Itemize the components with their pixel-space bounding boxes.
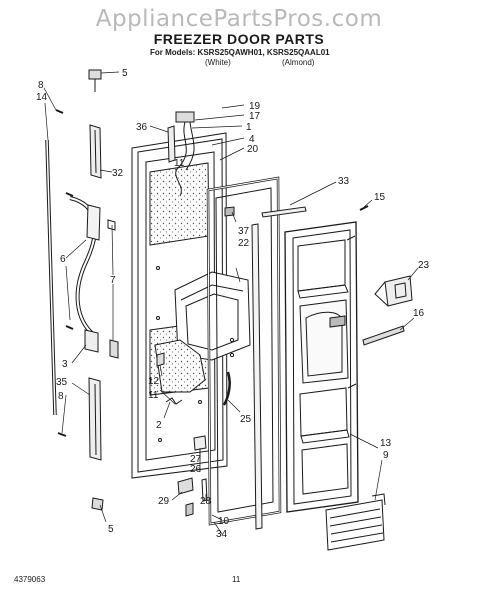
callout-1: 1 [246,122,252,133]
callout-3: 3 [62,359,68,370]
callout-35: 35 [56,377,68,388]
callout-36: 36 [136,122,148,133]
top-hinge-pin [88,69,102,92]
callout-labels: 5 8 14 32 6 7 3 35 8 5 36 19 17 1 4 20 1… [36,68,430,540]
door-tube [167,125,176,163]
page-number: 11 [232,575,241,584]
callout-10: 10 [218,516,230,527]
door-handle-trim [45,139,57,416]
screw-set-6 [65,192,74,330]
hinge-assembly [177,435,208,517]
drip-bar [362,325,405,346]
callout-8-bottom: 8 [58,391,64,402]
callout-20: 20 [247,144,259,155]
callout-22: 22 [238,238,250,249]
callout-11-top: 11 [174,158,185,169]
callout-2: 2 [156,420,162,431]
callout-15: 15 [374,192,386,203]
document-number: 4379063 [14,575,46,584]
callout-28: 28 [200,496,212,507]
callout-32: 32 [112,168,124,179]
handle-mount-bracket [86,204,116,241]
callout-19: 19 [249,101,261,112]
callout-9: 9 [383,450,389,461]
screw-15 [359,205,369,211]
callout-33: 33 [338,176,350,187]
screw-8-top [55,109,64,114]
callout-14: 14 [36,92,48,103]
door-gasket [206,176,282,526]
small-bracket-12 [156,352,165,367]
door-shelf-bins [325,493,386,551]
inner-door-liner [284,221,359,513]
callout-29: 29 [158,496,170,507]
callout-7: 7 [110,275,116,286]
upper-hinge-bracket [89,124,102,179]
dispenser-lever [222,371,231,406]
diagram-title: FREEZER DOOR PARTS [153,31,325,47]
callout-17: 17 [249,111,261,122]
callout-5-bottom: 5 [108,524,114,535]
callout-6: 6 [60,254,66,265]
callout-34: 34 [216,529,228,540]
callout-5-top: 5 [122,68,128,79]
lower-handle-bracket [84,329,119,359]
breaker-strip [261,206,307,218]
ice-chute-housing [154,271,251,393]
callout-8-top: 8 [38,80,44,91]
variant-almond-label: (Almond) [282,58,315,67]
leader-lines [43,71,419,535]
callout-26: 26 [190,464,202,475]
spring-clip-2 [165,397,183,405]
wire-harness [175,111,195,197]
dispenser-switch [224,206,235,217]
ice-chute-door [374,275,413,307]
variant-white-label: (White) [205,58,231,67]
callout-12: 12 [148,376,160,387]
callout-16: 16 [413,308,425,319]
callout-37: 37 [238,226,250,237]
model-numbers: For Models: KSRS25QAWH01, KSRS25QAAL01 [150,48,330,57]
screw-8-bottom [57,432,67,437]
callout-27: 27 [190,454,202,465]
callout-25: 25 [240,414,252,425]
callout-11-bottom: 11 [148,390,159,401]
callout-23: 23 [418,260,430,271]
callout-13: 13 [380,438,392,449]
gasket-strip [251,223,263,530]
lower-hinge-bracket [88,377,102,461]
callout-4: 4 [249,134,255,145]
watermark-text: AppliancePartsPros.com [95,6,383,32]
